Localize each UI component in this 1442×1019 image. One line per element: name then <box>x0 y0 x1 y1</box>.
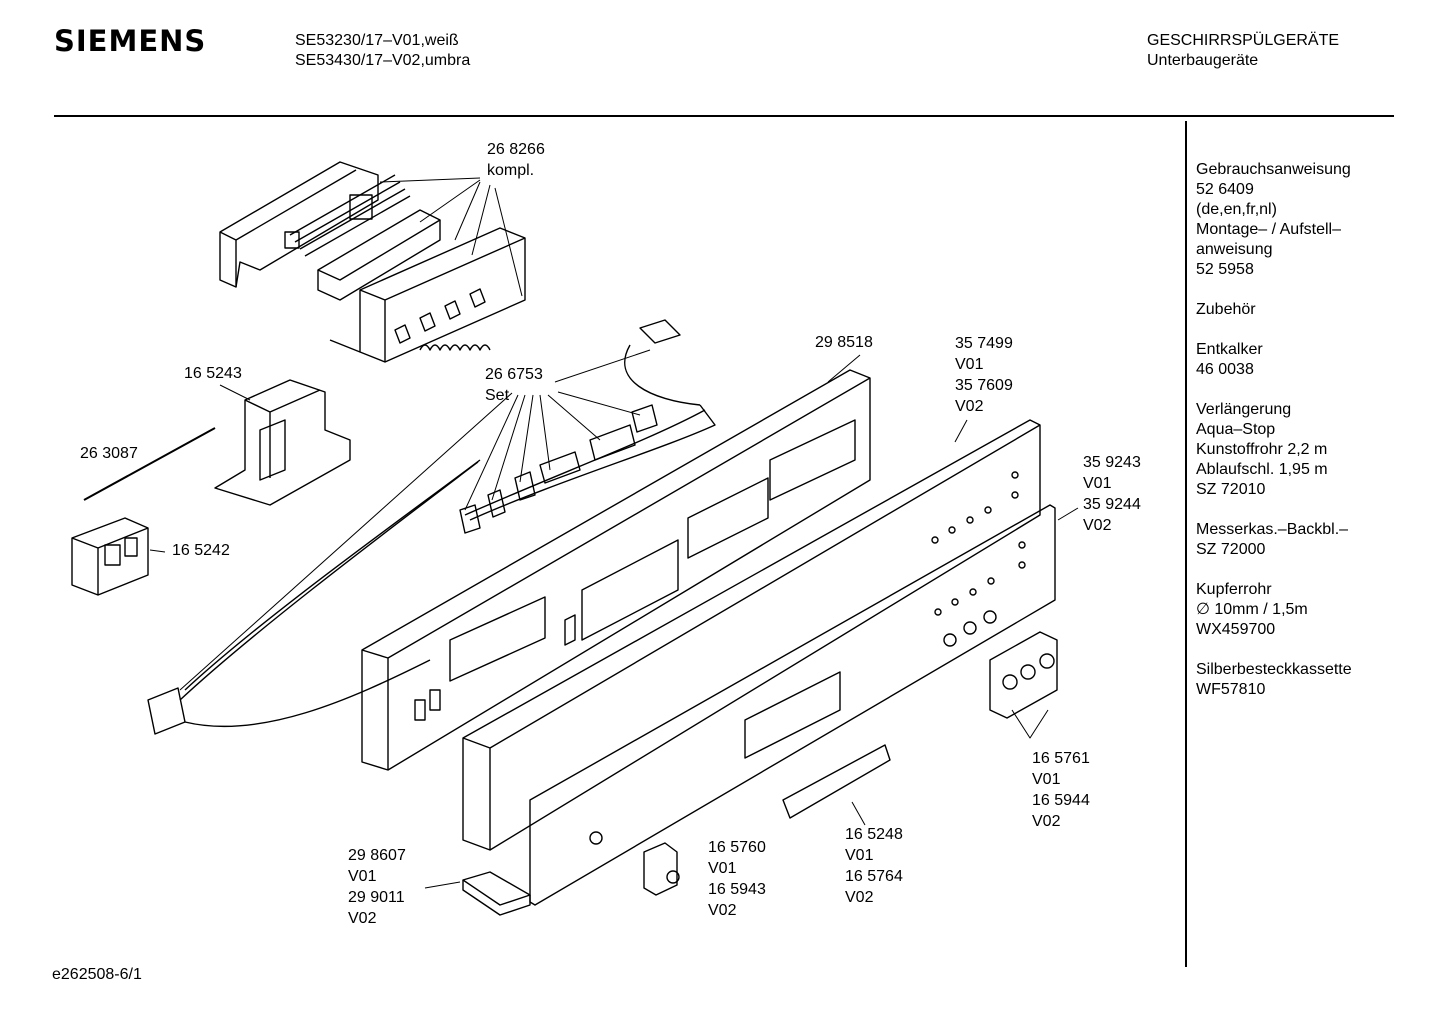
sidebar-text: Silberbesteckkassette <box>1196 661 1352 678</box>
sidebar-text: 52 5958 <box>1196 261 1254 278</box>
part-number: 29 8607 <box>348 847 406 864</box>
part-label-165761: 16 5761 V01 16 5944 V02 <box>1032 748 1090 832</box>
accessories-sidebar: Gebrauchsanweisung 52 6409 (de,en,fr,nl)… <box>1196 160 1396 720</box>
control-module-assembly <box>219 161 526 363</box>
exploded-view-drawing <box>71 161 1079 916</box>
sidebar-block-descaler: Entkalker 46 0038 <box>1196 340 1396 380</box>
sidebar-block-copper-pipe: Kupferrohr ∅ 10mm / 1,5m WX459700 <box>1196 580 1396 640</box>
sidebar-text: anweisung <box>1196 241 1273 258</box>
part-label-165242: 16 5242 <box>172 540 230 561</box>
sidebar-text: Kunstoffrohr 2,2 m <box>1196 441 1328 458</box>
sidebar-text: Montage– / Aufstell– <box>1196 221 1341 238</box>
part-number: 16 5248 <box>845 826 903 843</box>
part-number: 16 5764 <box>845 868 903 885</box>
model-line: SE53430/17–V02,umbra <box>295 52 471 69</box>
sidebar-block-manual: Gebrauchsanweisung 52 6409 (de,en,fr,nl)… <box>1196 160 1396 280</box>
part-note: Set <box>485 387 510 404</box>
part-label-165248: 16 5248 V01 16 5764 V02 <box>845 824 903 908</box>
part-number: 35 9243 <box>1083 454 1141 471</box>
category-line: Unterbaugeräte <box>1147 52 1259 69</box>
part-label-263087: 26 3087 <box>80 443 138 464</box>
part-variant: V01 <box>1083 475 1112 492</box>
part-label-268266: 26 8266 kompl. <box>487 139 545 181</box>
part-label-298518: 29 8518 <box>815 332 873 353</box>
part-number: 26 3087 <box>80 445 138 462</box>
part-variant: V02 <box>348 910 377 927</box>
part-variant: V02 <box>708 902 737 919</box>
sidebar-text: Ablaufschl. 1,95 m <box>1196 461 1328 478</box>
part-number: 16 5243 <box>184 365 242 382</box>
part-number: 29 8518 <box>815 334 873 351</box>
part-variant: V01 <box>708 860 737 877</box>
part-variant: V02 <box>1083 517 1112 534</box>
part-number: 35 9244 <box>1083 496 1141 513</box>
part-note: kompl. <box>487 162 535 179</box>
part-variant: V01 <box>348 868 377 885</box>
sidebar-text: Gebrauchsanweisung <box>1196 161 1351 178</box>
fascia-359243 <box>529 504 1056 906</box>
part-number: 29 9011 <box>348 889 405 906</box>
sidebar-text: Kupferrohr <box>1196 581 1272 598</box>
category-title: GESCHIRRSPÜLGERÄTE Unterbaugeräte <box>1147 31 1339 71</box>
leader-lines <box>149 177 1079 889</box>
sidebar-text: WX459700 <box>1196 621 1276 638</box>
rear-panel-298518 <box>361 369 871 771</box>
sidebar-block-accessories: Zubehör <box>1196 300 1396 320</box>
part-label-298607: 29 8607 V01 29 9011 V02 <box>348 845 406 929</box>
sidebar-text: Zubehör <box>1196 301 1256 318</box>
part-variant: V02 <box>1032 813 1061 830</box>
rod-263087 <box>83 427 216 501</box>
sidebar-text: 46 0038 <box>1196 361 1254 378</box>
part-number: 35 7609 <box>955 377 1013 394</box>
sidebar-text: Aqua–Stop <box>1196 421 1276 438</box>
model-line: SE53230/17–V01,weiß <box>295 32 459 49</box>
part-label-266753: 26 6753 Set <box>485 364 543 406</box>
sidebar-divider <box>1185 121 1187 967</box>
part-number: 16 5242 <box>172 542 230 559</box>
part-number: 26 6753 <box>485 366 543 383</box>
part-number: 16 5761 <box>1032 750 1090 767</box>
sidebar-text: 52 6409 <box>1196 181 1254 198</box>
sidebar-text: Messerkas.–Backbl.– <box>1196 521 1349 538</box>
document-code: e262508-6/1 <box>52 966 142 983</box>
sidebar-text: WF57810 <box>1196 681 1266 698</box>
knob-set-165761 <box>989 631 1058 719</box>
foot-pads-298607 <box>462 871 531 916</box>
part-label-165243: 16 5243 <box>184 363 242 384</box>
part-variant: V02 <box>955 398 984 415</box>
part-number: 16 5760 <box>708 839 766 856</box>
sidebar-block-cutlery: Messerkas.–Backbl.– SZ 72000 <box>1196 520 1396 560</box>
header-rule <box>54 115 1394 117</box>
sidebar-text: SZ 72000 <box>1196 541 1266 558</box>
bracket-165243 <box>214 379 351 506</box>
sidebar-text: (de,en,fr,nl) <box>1196 201 1277 218</box>
sidebar-text: Verlängerung <box>1196 401 1292 418</box>
part-label-359243: 35 9243 V01 35 9244 V02 <box>1083 452 1141 536</box>
part-variant: V01 <box>955 356 984 373</box>
part-label-357499: 35 7499 V01 35 7609 V02 <box>955 333 1013 417</box>
brand-logo: SIEMENS <box>54 24 207 58</box>
sidebar-text: SZ 72010 <box>1196 481 1266 498</box>
part-number: 16 5943 <box>708 881 766 898</box>
part-number: 16 5944 <box>1032 792 1090 809</box>
part-label-165760: 16 5760 V01 16 5943 V02 <box>708 837 766 921</box>
part-variant: V01 <box>845 847 874 864</box>
front-panel-357499 <box>462 419 1041 851</box>
button-165760 <box>643 842 680 896</box>
model-list: SE53230/17–V01,weiß SE53430/17–V02,umbra <box>295 31 470 71</box>
part-number: 35 7499 <box>955 335 1013 352</box>
sidebar-block-silverware: Silberbesteckkassette WF57810 <box>1196 660 1396 700</box>
switch-165242 <box>71 517 149 596</box>
part-variant: V02 <box>845 889 874 906</box>
part-variant: V01 <box>1032 771 1061 788</box>
sidebar-block-extension: Verlängerung Aqua–Stop Kunstoffrohr 2,2 … <box>1196 400 1396 500</box>
part-number: 26 8266 <box>487 141 545 158</box>
cable-harness-266753 <box>147 319 716 735</box>
sidebar-text: ∅ 10mm / 1,5m <box>1196 601 1308 618</box>
category-line: GESCHIRRSPÜLGERÄTE <box>1147 32 1340 49</box>
sidebar-text: Entkalker <box>1196 341 1263 358</box>
strip-165248 <box>782 744 891 819</box>
